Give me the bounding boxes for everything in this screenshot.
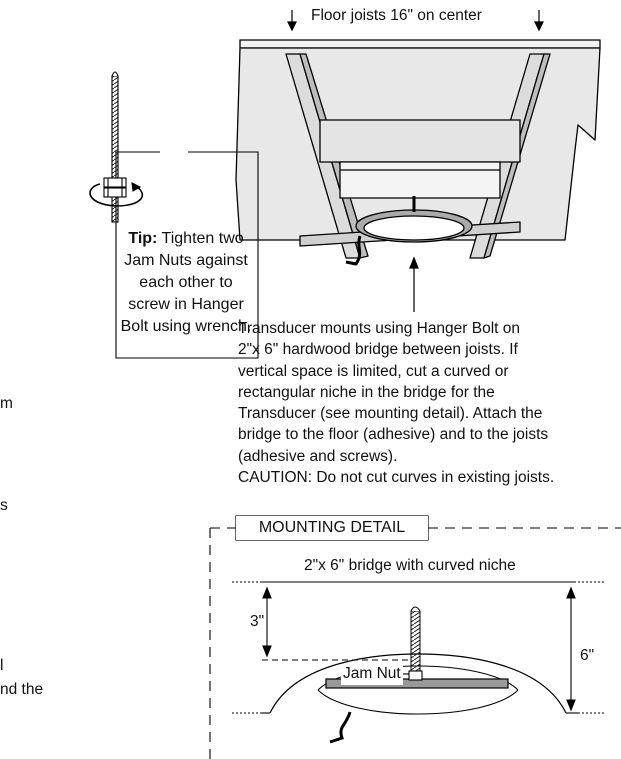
jam-nut-label: Jam Nut (341, 664, 403, 685)
left-fragment-4: nd the (0, 681, 44, 698)
description-line: rectangular niche in the bridge for the (238, 383, 495, 401)
dimension-6-inch: 6" (580, 647, 595, 664)
description-line: vertical space is limited, cut a curved … (238, 362, 509, 380)
tip-box (115, 151, 259, 359)
mounting-detail-drawing (232, 581, 604, 744)
tip-line-5: Bolt using wrench. (120, 318, 252, 335)
floor-joist-arrows (287, 10, 544, 32)
hanger-bolt-icon (89, 71, 143, 223)
description-line: bridge to the floor (adhesive) and to th… (238, 426, 549, 444)
left-fragment-2: s (0, 497, 8, 514)
floor-joists-label: Floor joists 16" on center (311, 7, 482, 24)
description-line: Transducer mounts using Hanger Bolt on (238, 320, 521, 337)
caution-line: CAUTION: Do not cut curves in existing j… (238, 469, 555, 487)
description-line: (adhesive and screws). (238, 447, 398, 465)
tip-line-3: each other to (139, 274, 233, 291)
joist-assembly-illustration (235, 39, 601, 266)
tip-line-2: Jam Nuts against (124, 252, 248, 269)
bridge-label: 2"x 6" bridge with curved niche (304, 557, 516, 574)
description-line: 2"x 6" hardwood bridge between joists. I… (238, 341, 518, 359)
left-fragment-1: m (0, 395, 13, 412)
tip-text: Tip: Tighten two Jam Nuts against each o… (120, 228, 252, 338)
tip-bold: Tip: (128, 230, 158, 247)
left-fragment-3: l (0, 657, 4, 674)
transducer-pointer-arrow (409, 256, 419, 312)
dimension-3-inch: 3" (250, 613, 265, 630)
mounting-description: Transducer mounts using Hanger Bolt on 2… (238, 318, 621, 488)
description-line: Transducer (see mounting detail). Attach… (238, 405, 543, 423)
tip-line-4: screw in Hanger (128, 296, 244, 313)
tip-line-1: Tighten two (157, 230, 244, 247)
mounting-detail-title: MOUNTING DETAIL (236, 516, 428, 540)
